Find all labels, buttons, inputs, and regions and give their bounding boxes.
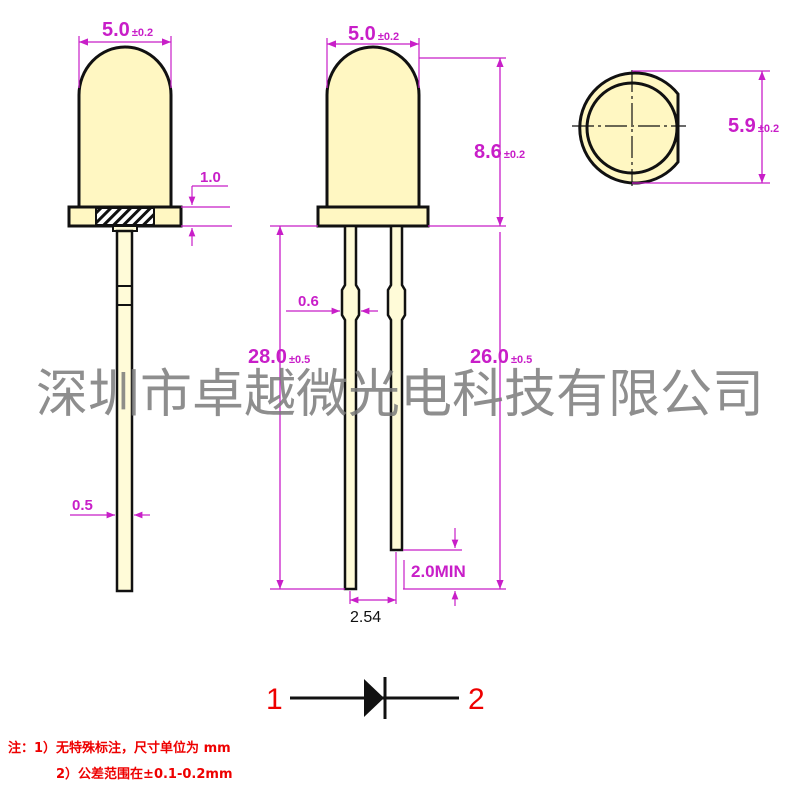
long-lead-length-label: 28.0 [248, 346, 287, 368]
side-body-width-label: 5.0 [102, 19, 130, 41]
flange-diameter-label: 5.9 [728, 115, 756, 137]
note-line-2: 2）公差范围在±0.1-0.2mm [56, 767, 233, 782]
pin1-label: 1 [266, 683, 283, 716]
front-body-width-dimension: 5.0±0.2 [326, 23, 420, 88]
diode-triangle [364, 679, 384, 717]
top-view: 5.9±0.2 [572, 70, 779, 186]
short-lead-length-dimension: 26.0±0.5 [403, 232, 532, 590]
flange-height-label: 1.0 [200, 169, 221, 186]
flange-diameter-tol: ±0.2 [758, 123, 779, 135]
flange-height-dimension: 1.0 [181, 169, 232, 246]
front-body-width-tol: ±0.2 [378, 31, 399, 43]
note-line-1: 注：1）无特殊标注，尺寸单位为 mm [8, 741, 231, 756]
short-lead [386, 224, 407, 552]
lead-pitch-dimension: 2.54 [349, 552, 397, 626]
lead-difference-label: 2.0MIN [411, 562, 466, 581]
diode-symbol: 1 2 [266, 677, 485, 719]
pin2-label: 2 [468, 683, 485, 716]
front-view: 5.0±0.2 8.6±0.2 28.0±0.5 0.6 [248, 23, 532, 626]
body-height-tol: ±0.2 [504, 149, 525, 161]
svg-text:8.6±0.2: 8.6±0.2 [474, 141, 525, 163]
svg-text:5.0±0.2: 5.0±0.2 [348, 23, 399, 45]
short-lead-length-tol: ±0.5 [511, 354, 532, 366]
company-watermark: 深圳市卓越微光电科技有限公司 [36, 365, 764, 425]
long-lead-length-dimension: 28.0±0.5 [248, 225, 345, 590]
side-view-body [77, 45, 173, 209]
lead-difference-dimension: 2.0MIN [403, 528, 466, 606]
long-lead-length-tol: ±0.5 [289, 354, 310, 366]
short-lead-length-label: 26.0 [470, 346, 509, 368]
side-body-width-dimension: 5.0±0.2 [78, 19, 172, 88]
svg-text:5.9±0.2: 5.9±0.2 [728, 115, 779, 137]
lead-width-dimension: 0.5 [70, 497, 150, 519]
lead-pitch-label: 2.54 [350, 609, 381, 626]
lead-bend-dimension: 0.6 [286, 293, 378, 315]
side-body-width-tol: ±0.2 [132, 27, 153, 39]
side-view: 5.0±0.2 1.0 0.5 [67, 19, 232, 593]
notes: 注：1）无特殊标注，尺寸单位为 mm 2）公差范围在±0.1-0.2mm [8, 736, 232, 788]
side-view-flange-hatch [95, 207, 155, 226]
svg-text:5.0±0.2: 5.0±0.2 [102, 19, 153, 41]
flange-diameter-dimension: 5.9±0.2 [632, 70, 779, 184]
front-view-flange [316, 205, 430, 228]
svg-text:28.0±0.5: 28.0±0.5 [248, 346, 310, 368]
svg-text:26.0±0.5: 26.0±0.5 [470, 346, 532, 368]
lead-bend-label: 0.6 [298, 293, 319, 310]
front-view-body [325, 45, 421, 209]
side-view-lead [115, 229, 134, 593]
lead-width-label: 0.5 [72, 497, 93, 514]
long-lead [340, 224, 361, 591]
front-body-width-label: 5.0 [348, 23, 376, 45]
body-height-dimension: 8.6±0.2 [419, 57, 525, 227]
body-height-label: 8.6 [474, 141, 502, 163]
